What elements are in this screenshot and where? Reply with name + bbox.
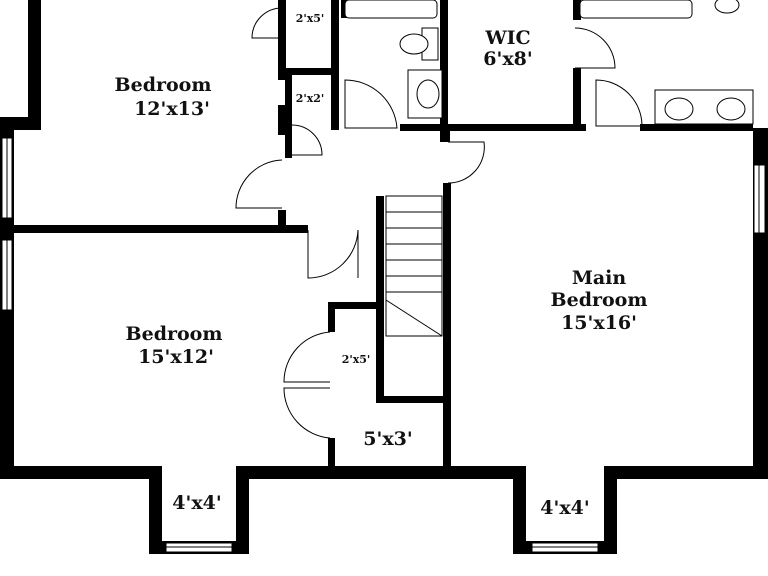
door-swings [235,7,643,439]
main-bedroom-size: 15'x16' [561,312,637,334]
staircase [385,195,443,337]
closet-small-size: 2'x2' [296,92,325,105]
bay-right-size: 4'x4' [540,497,589,519]
fixtures [344,0,754,125]
windows [1,137,766,553]
bay-left-size: 4'x4' [172,492,221,514]
main-bedroom-name-1: Main [572,267,627,289]
bedroom-lower-name: Bedroom [126,323,223,345]
landing-size: 5'x3' [363,428,412,450]
wic-size: 6'x8' [483,48,532,70]
interior-walls [14,0,753,468]
closet-mid-size: 2'x5' [342,353,371,366]
closet-upper-size: 2'x5' [296,12,325,25]
wic-name: WIC [484,27,530,49]
room-labels: Bedroom 12'x13' Bedroom 15'x12' WIC 6'x8… [115,12,648,519]
exterior-walls [0,0,768,554]
bedroom-upper-size: 12'x13' [134,98,210,120]
main-bedroom-name-2: Bedroom [551,289,648,311]
bedroom-upper-name: Bedroom [115,74,212,96]
bedroom-lower-size: 15'x12' [138,346,214,368]
